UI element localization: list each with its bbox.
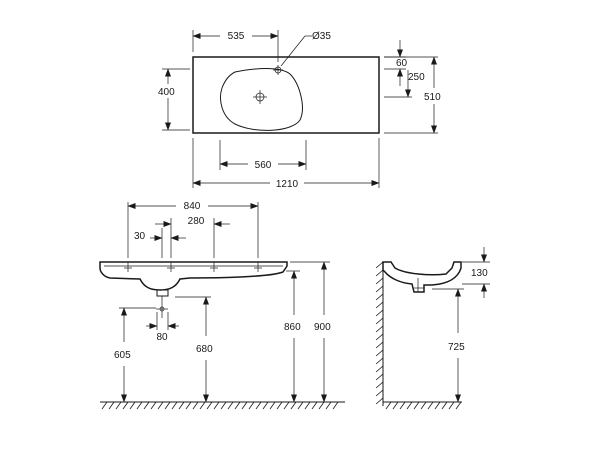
dim-label-250: 250 bbox=[408, 72, 425, 83]
dim-label-400: 400 bbox=[158, 87, 175, 98]
tap-holes-front bbox=[124, 262, 262, 272]
dim-label-hole-diameter: Ø35 bbox=[312, 31, 331, 42]
basin-bowl-top bbox=[220, 68, 303, 131]
dim-label-860: 860 bbox=[284, 322, 301, 333]
front-view: 840 280 30 605 80 680 860 bbox=[99, 201, 345, 410]
drain-top bbox=[253, 90, 267, 104]
top-view: 535 Ø35 60 250 510 400 560 bbox=[158, 30, 441, 190]
drain-pipe-front bbox=[156, 289, 169, 318]
tap-hole bbox=[273, 65, 283, 75]
side-view: 130 725 bbox=[375, 247, 490, 410]
leader-hole bbox=[280, 35, 306, 67]
wall-hatch-side bbox=[375, 261, 384, 405]
floor-hatch-side bbox=[385, 401, 462, 410]
dim-label-60: 60 bbox=[396, 58, 408, 69]
basin-outline-top bbox=[192, 56, 380, 134]
dim-label-80: 80 bbox=[156, 332, 168, 343]
dim-label-130: 130 bbox=[471, 268, 488, 279]
dim-label-725: 725 bbox=[448, 342, 465, 353]
dim-label-840: 840 bbox=[184, 201, 201, 212]
dim-label-680: 680 bbox=[196, 344, 213, 355]
dim-label-560: 560 bbox=[255, 160, 272, 171]
dim-label-280: 280 bbox=[188, 216, 205, 227]
floor-hatch-front bbox=[101, 401, 339, 410]
dim-label-605: 605 bbox=[114, 350, 131, 361]
dim-label-535: 535 bbox=[228, 31, 245, 42]
dim-label-1210: 1210 bbox=[276, 179, 299, 190]
basin-profile-side bbox=[382, 261, 462, 293]
dim-label-510: 510 bbox=[424, 92, 441, 103]
dim-label-30: 30 bbox=[134, 231, 146, 242]
dim-label-900: 900 bbox=[314, 322, 331, 333]
